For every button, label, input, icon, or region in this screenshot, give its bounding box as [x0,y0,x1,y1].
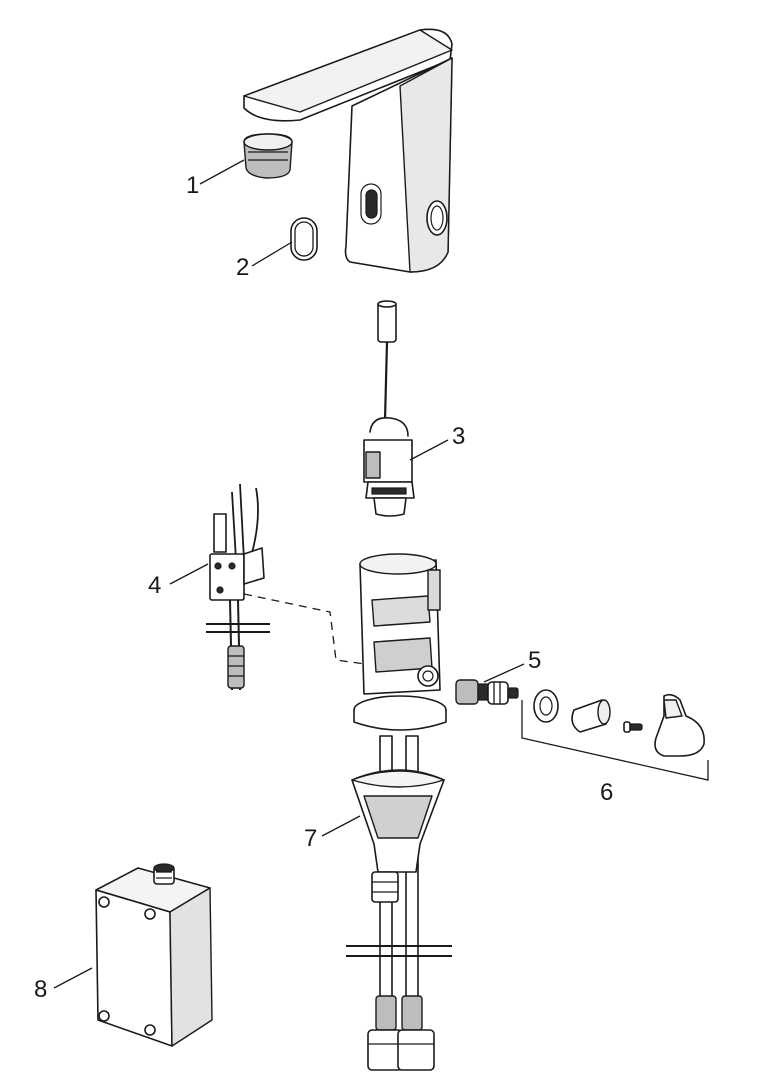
callout-7: 7 [304,825,317,852]
part-7-mounting-funnel [351,769,445,903]
dashed-connection-line [243,593,381,667]
part-8-control-box [95,863,213,1047]
part-2-window-cover [290,217,318,261]
callout-6: 6 [600,779,613,806]
part-6-bracket [521,700,709,781]
callout-4: 4 [148,572,161,599]
part-6-handle-assembly [533,689,705,757]
part-5-cartridge [455,679,519,705]
callout-2: 2 [236,254,249,281]
callout-labels: 1 2 3 4 5 6 7 8 [34,172,613,1003]
part-3-sensor-module [363,300,415,517]
callout-8: 8 [34,976,47,1003]
part-1-aerator [243,133,293,179]
leader-lines [53,159,525,989]
callout-1: 1 [186,172,199,199]
callout-5: 5 [528,647,541,674]
faucet-body [243,28,453,273]
part-4-wiring-unit [206,483,270,691]
callout-3: 3 [452,423,465,450]
